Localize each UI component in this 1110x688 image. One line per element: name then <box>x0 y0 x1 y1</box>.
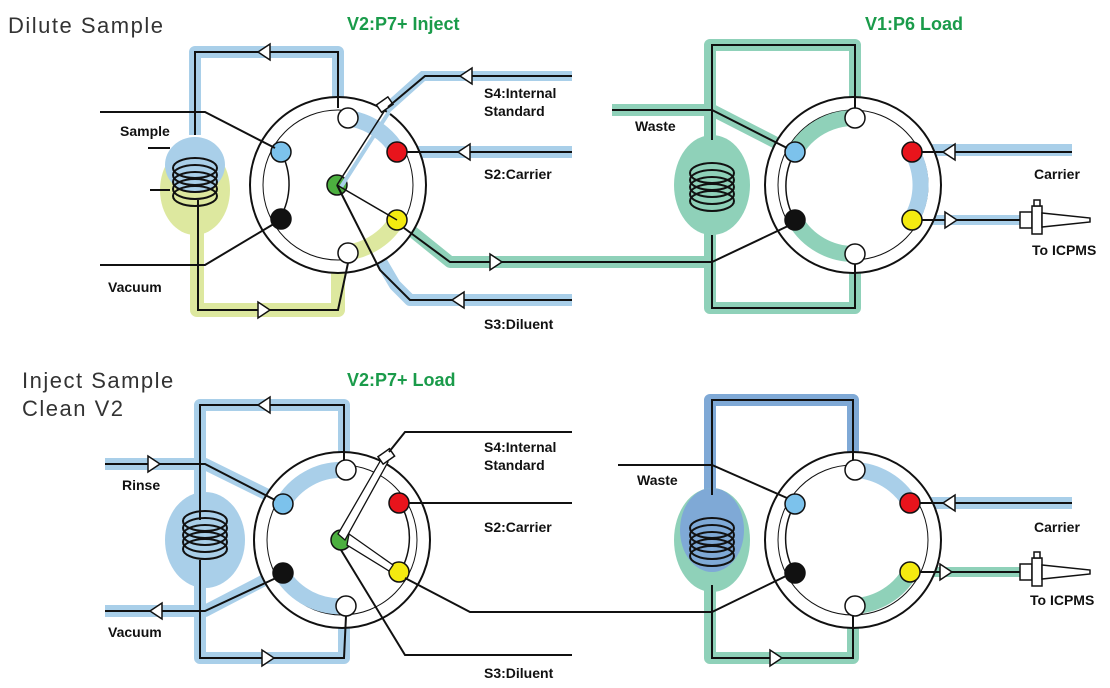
port-white <box>335 459 357 481</box>
port-black <box>784 209 806 231</box>
bottom-icpms-label: To ICPMS <box>1030 592 1094 608</box>
bottom-rinse-label: Rinse <box>122 477 160 493</box>
top-v2-arrows <box>256 42 504 320</box>
bottom-s4-label-1: S4:Internal <box>484 439 556 455</box>
top-v1-arrows <box>941 142 959 230</box>
port-red <box>388 492 410 514</box>
port-white <box>844 243 866 265</box>
top-panel: Dilute Sample V2:P7+ Inject V1:P6 Load <box>8 13 1096 332</box>
top-s2-label: S2:Carrier <box>484 166 552 182</box>
port-black <box>784 562 806 584</box>
bottom-panel: Inject Sample Clean V2 V2:P7+ Load <box>22 368 1094 681</box>
bottom-s2-label: S2:Carrier <box>484 519 552 535</box>
bottom-carrier-label: Carrier <box>1034 519 1080 535</box>
port-white <box>844 595 866 617</box>
top-carrier-label: Carrier <box>1034 166 1080 182</box>
port-yellow <box>388 561 410 583</box>
top-v2-lines <box>100 51 705 311</box>
bottom-v1-lines <box>618 399 1072 659</box>
top-vacuum-label: Vacuum <box>108 279 162 295</box>
bottom-vacuum-label: Vacuum <box>108 624 162 640</box>
port-white <box>337 107 359 129</box>
port-black <box>272 562 294 584</box>
bottom-v2-lines <box>105 404 700 659</box>
top-v2-highlights <box>160 46 705 317</box>
port-blue <box>784 493 806 515</box>
top-waste-label: Waste <box>635 118 676 134</box>
top-v1-valve <box>764 96 942 274</box>
port-yellow <box>899 561 921 583</box>
port-red <box>386 141 408 163</box>
bottom-v2-title: V2:P7+ Load <box>347 370 456 390</box>
bottom-icpms-nozzle-icon <box>1019 551 1091 587</box>
bottom-s3-label: S3:Diluent <box>484 665 554 681</box>
bottom-v2-valve <box>253 447 431 629</box>
bottom-heading-2: Clean V2 <box>22 396 125 421</box>
port-red <box>901 141 923 163</box>
bottom-v1-arrows <box>769 493 956 668</box>
bottom-s4-label-2: Standard <box>484 457 545 473</box>
port-white <box>844 459 866 481</box>
bottom-waste-label: Waste <box>637 472 678 488</box>
top-s4-label-1: S4:Internal <box>484 85 556 101</box>
top-heading: Dilute Sample <box>8 13 164 38</box>
top-v1-title: V1:P6 Load <box>865 14 963 34</box>
port-black <box>270 208 292 230</box>
top-icpms-label: To ICPMS <box>1032 242 1096 258</box>
port-white <box>844 107 866 129</box>
top-sample-label: Sample <box>120 123 170 139</box>
port-blue <box>272 493 294 515</box>
top-s3-label: S3:Diluent <box>484 316 554 332</box>
bottom-v1-valve <box>764 451 942 629</box>
port-yellow <box>901 209 923 231</box>
top-s4-label-2: Standard <box>484 103 545 119</box>
top-v2-title: V2:P7+ Inject <box>347 14 460 34</box>
bottom-v2-arrows <box>147 395 276 668</box>
port-red <box>899 492 921 514</box>
port-white <box>337 242 359 264</box>
port-white <box>335 595 357 617</box>
bottom-heading-1: Inject Sample <box>22 368 175 393</box>
port-blue <box>270 141 292 163</box>
port-blue <box>784 141 806 163</box>
top-icpms-nozzle-icon <box>1019 199 1091 235</box>
